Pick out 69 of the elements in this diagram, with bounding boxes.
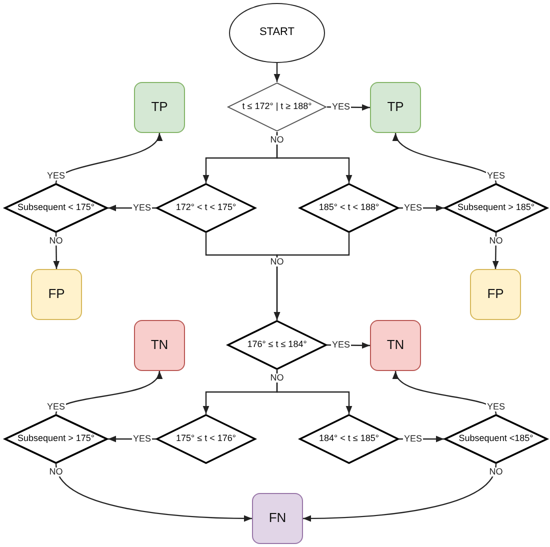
node-label: TP xyxy=(151,99,168,116)
outcome-box xyxy=(134,82,185,133)
node-label: FP xyxy=(487,286,504,303)
decision-diamond xyxy=(444,414,548,464)
edge-label: NO xyxy=(269,136,285,144)
outcome-box xyxy=(370,82,421,133)
arrow xyxy=(55,132,160,184)
outcome-box xyxy=(252,493,303,544)
arrow xyxy=(55,464,252,522)
node-label: 175° ≤ t < 176° xyxy=(176,433,236,445)
edge-label: NO xyxy=(48,468,64,476)
outcome-box xyxy=(470,269,521,320)
arrow xyxy=(55,370,160,414)
node-label: Subsequent <185° xyxy=(458,433,534,445)
node-label: 172° < t < 175° xyxy=(176,202,236,214)
node-label: TN xyxy=(150,337,168,354)
edge-label: YES xyxy=(132,204,152,212)
arrow xyxy=(303,464,497,522)
node-label: FP xyxy=(48,286,65,303)
node-label: 176° ≤ t ≤ 184° xyxy=(247,339,307,351)
node-label: TP xyxy=(387,99,404,116)
edge-label: NO xyxy=(269,258,285,266)
decision-diamond xyxy=(227,320,327,370)
edge-label: YES xyxy=(132,434,152,444)
arrow xyxy=(274,233,350,320)
decision-diamond xyxy=(156,414,256,464)
edge-label: YES xyxy=(331,102,351,112)
node-label: Subsequent > 185° xyxy=(458,202,534,214)
decision-diamond xyxy=(299,183,399,233)
edge-label: YES xyxy=(46,402,66,412)
arrow xyxy=(274,63,280,82)
edge-label: YES xyxy=(46,172,66,180)
node-label: Subsequent > 175° xyxy=(18,433,94,445)
arrow xyxy=(327,104,370,111)
node-label: t ≤ 172° | t ≥ 188° xyxy=(242,101,312,113)
arrow xyxy=(399,204,444,212)
edge-label: NO xyxy=(48,236,64,246)
decision-diamond xyxy=(299,414,399,464)
edge-label: YES xyxy=(486,172,506,180)
arrow xyxy=(394,370,497,414)
arrow xyxy=(276,370,352,414)
edge-label: YES xyxy=(331,340,351,350)
arrow xyxy=(492,233,499,269)
arrow xyxy=(394,132,497,184)
edge-label: NO xyxy=(488,468,504,476)
arrow xyxy=(108,436,156,442)
arrow xyxy=(399,436,444,442)
decision-diamond xyxy=(4,183,108,233)
node-label: START xyxy=(259,26,295,40)
edge-label: NO xyxy=(269,374,285,382)
arrow xyxy=(276,132,352,183)
edge-label: NO xyxy=(488,236,504,246)
decision-diamond xyxy=(156,183,256,233)
edge-label: YES xyxy=(403,204,423,212)
decision-diamond xyxy=(444,183,548,233)
decision-diamond xyxy=(4,414,108,464)
outcome-box xyxy=(370,320,421,371)
arrow xyxy=(327,342,370,349)
arrow xyxy=(108,204,156,212)
outcome-box xyxy=(31,269,82,320)
node-label: FN xyxy=(268,510,286,527)
node-label: Subsequent < 175° xyxy=(18,202,94,214)
edge-label: YES xyxy=(403,434,423,444)
decision-diamond xyxy=(227,82,327,132)
node-label: 185° < t < 188° xyxy=(318,202,380,214)
node-label: 184° < t ≤ 185° xyxy=(319,433,379,445)
node-label: TN xyxy=(386,337,404,354)
outcome-box xyxy=(134,320,185,371)
edge-label: YES xyxy=(486,402,506,412)
